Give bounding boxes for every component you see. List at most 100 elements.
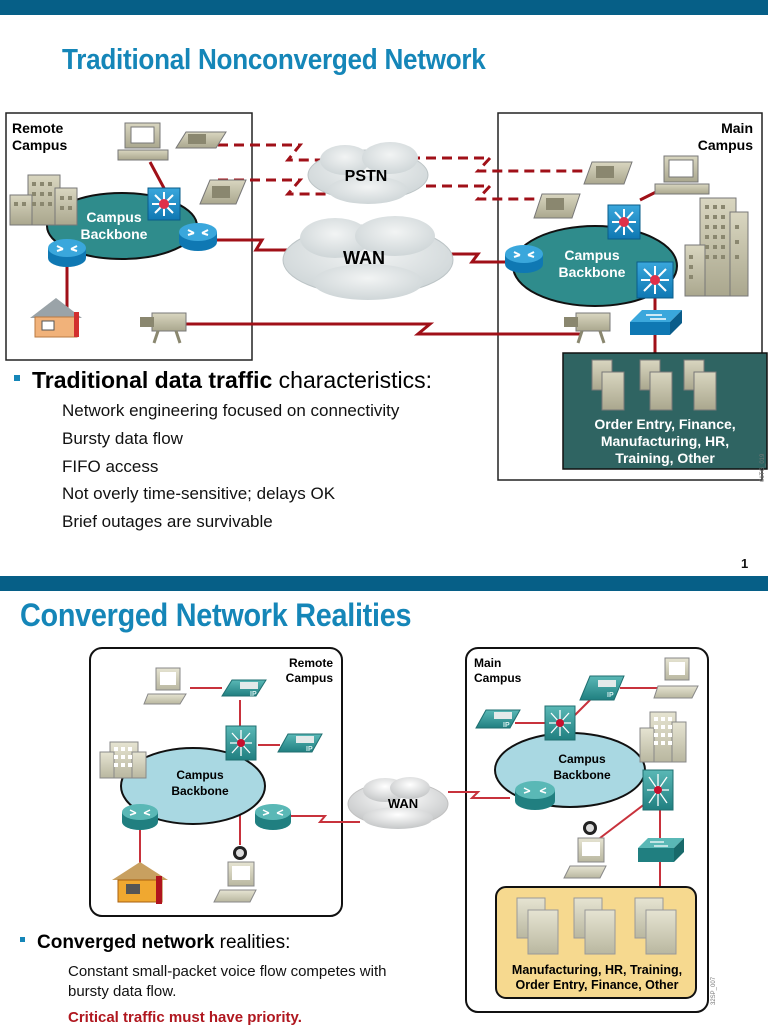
slide1-sub-item: Brief outages are survivable — [62, 512, 273, 531]
router-icon — [179, 223, 217, 251]
slide1-bullet-bold: Traditional data traffic — [32, 367, 273, 393]
remote-campus-frame — [5, 112, 253, 361]
remote-campus-label-1: Remote — [289, 656, 333, 670]
home-office-icon — [112, 862, 168, 904]
wan-link-main — [450, 252, 510, 264]
pc-icon — [653, 657, 699, 699]
wan-link-remote — [290, 815, 360, 823]
wan-link-main — [448, 791, 510, 799]
slide2-sub-item: bursty data flow. — [68, 983, 177, 1000]
pstn-label: PSTN — [345, 168, 388, 185]
pstn-link-main-1 — [410, 156, 585, 173]
pstn-link-remote-1 — [218, 143, 335, 162]
slide1-bullet: Traditional data traffic characteristics… — [14, 367, 432, 394]
main-backbone-label-1: Campus — [564, 247, 619, 263]
svg-text:IP: IP — [250, 691, 257, 698]
slide1-sub-item: FIFO access — [62, 457, 159, 476]
remote-campus-label-2: Campus — [12, 137, 67, 153]
slide2-title: Converged Network Realities — [20, 597, 412, 633]
remote-backbone-label-1: Campus — [176, 768, 224, 782]
main-campus-frame — [497, 112, 763, 481]
router-icon — [505, 245, 543, 273]
server-icon — [639, 359, 673, 411]
router-icon — [515, 781, 555, 810]
home-office-icon — [30, 298, 82, 338]
building-icon — [9, 174, 78, 226]
building-icon — [99, 741, 147, 779]
pc-link-remote — [148, 161, 167, 191]
bullet-square-icon — [14, 374, 20, 381]
server-farm-label-2: Manufacturing, HR, — [601, 433, 729, 449]
main-backbone-label-2: Backbone — [559, 264, 626, 280]
switch-icon — [630, 310, 682, 335]
phone-icon — [175, 131, 227, 149]
switch-icon — [638, 838, 684, 862]
slide1-title: Traditional Nonconverged Network — [62, 44, 486, 76]
server-farm-label-1: Manufacturing, HR, Training, — [512, 963, 682, 977]
wan-cloud — [282, 216, 454, 300]
server-icon — [516, 897, 559, 955]
slide1-sub-item: Bursty data flow — [62, 429, 183, 448]
slide2-bullet-rest: realities: — [214, 932, 291, 953]
switch-phone-link-main — [574, 699, 591, 716]
multilayer-switch-icon — [225, 725, 257, 761]
remote-backbone-label-2: Backbone — [171, 784, 229, 798]
building-icon — [684, 197, 749, 297]
slide1-sub-item: Network engineering focused on connectiv… — [62, 401, 400, 420]
wan-link-remote — [200, 238, 290, 252]
slide2-sub-item: Constant small-packet voice flow compete… — [68, 963, 387, 980]
multilayer-switch-icon — [544, 705, 576, 741]
remote-backbone-label-2: Backbone — [81, 226, 148, 242]
main-campus-label-1: Main — [721, 120, 753, 136]
pstn-link-remote-2 — [218, 178, 335, 196]
pc-icon — [654, 155, 710, 195]
bullet-square-icon — [20, 937, 25, 943]
router-icon — [48, 239, 86, 267]
wan-label: WAN — [388, 796, 418, 811]
wan-cloud — [347, 777, 449, 829]
slide2-figure-code: 32SP_007 — [711, 976, 717, 1005]
remote-campus-label-1: Remote — [12, 120, 64, 136]
slide2-top-band — [0, 576, 768, 591]
phone-icon — [533, 193, 581, 219]
main-campus-label-2: Campus — [698, 137, 753, 153]
page-number: 1 — [741, 556, 749, 571]
ip-phone-icon: IP — [579, 675, 625, 701]
server-farm-label-3: Training, Other — [615, 450, 715, 466]
svg-text:IP: IP — [503, 722, 510, 729]
server-icon — [591, 359, 625, 411]
slide1-sub-item: Not overly time-sensitive; delays OK — [62, 484, 336, 503]
remote-backbone-ellipse — [120, 747, 266, 825]
multilayer-switch-icon — [147, 187, 181, 221]
pstn-link-main-2 — [410, 184, 555, 201]
video-link — [184, 322, 580, 336]
server-icon — [573, 897, 616, 955]
multilayer-switch-icon — [636, 261, 674, 299]
video-camera-icon — [564, 312, 611, 344]
multilayer-switch-icon — [607, 204, 641, 240]
svg-text:IP: IP — [306, 746, 313, 753]
wan-label: WAN — [343, 248, 385, 268]
multilayer-switch-icon — [642, 769, 674, 811]
video-camera-icon — [140, 312, 187, 344]
pc-icon — [117, 122, 169, 161]
pstn-cloud — [307, 142, 429, 204]
ip-phone-icon: IP — [475, 709, 521, 729]
main-backbone-label-1: Campus — [558, 752, 606, 766]
slide1-bullet-rest: characteristics: — [272, 367, 433, 393]
switch-video-link-main — [599, 799, 651, 839]
remote-campus-label-2: Campus — [286, 671, 334, 685]
slide2-bullet-bold: Converged network — [37, 932, 215, 953]
server-farm-label-2: Order Entry, Finance, Other — [515, 978, 678, 992]
ip-phone-icon: IP — [221, 679, 267, 698]
phone-icon — [583, 161, 633, 185]
slide2-bullet: Converged network realities: — [20, 932, 290, 954]
ip-phone-icon: IP — [277, 733, 323, 753]
server-farm-label-1: Order Entry, Finance, — [594, 416, 735, 432]
video-pc-icon — [213, 846, 257, 903]
router-icon — [122, 804, 158, 830]
building-icon — [639, 711, 687, 763]
main-campus-label-1: Main — [474, 656, 501, 670]
